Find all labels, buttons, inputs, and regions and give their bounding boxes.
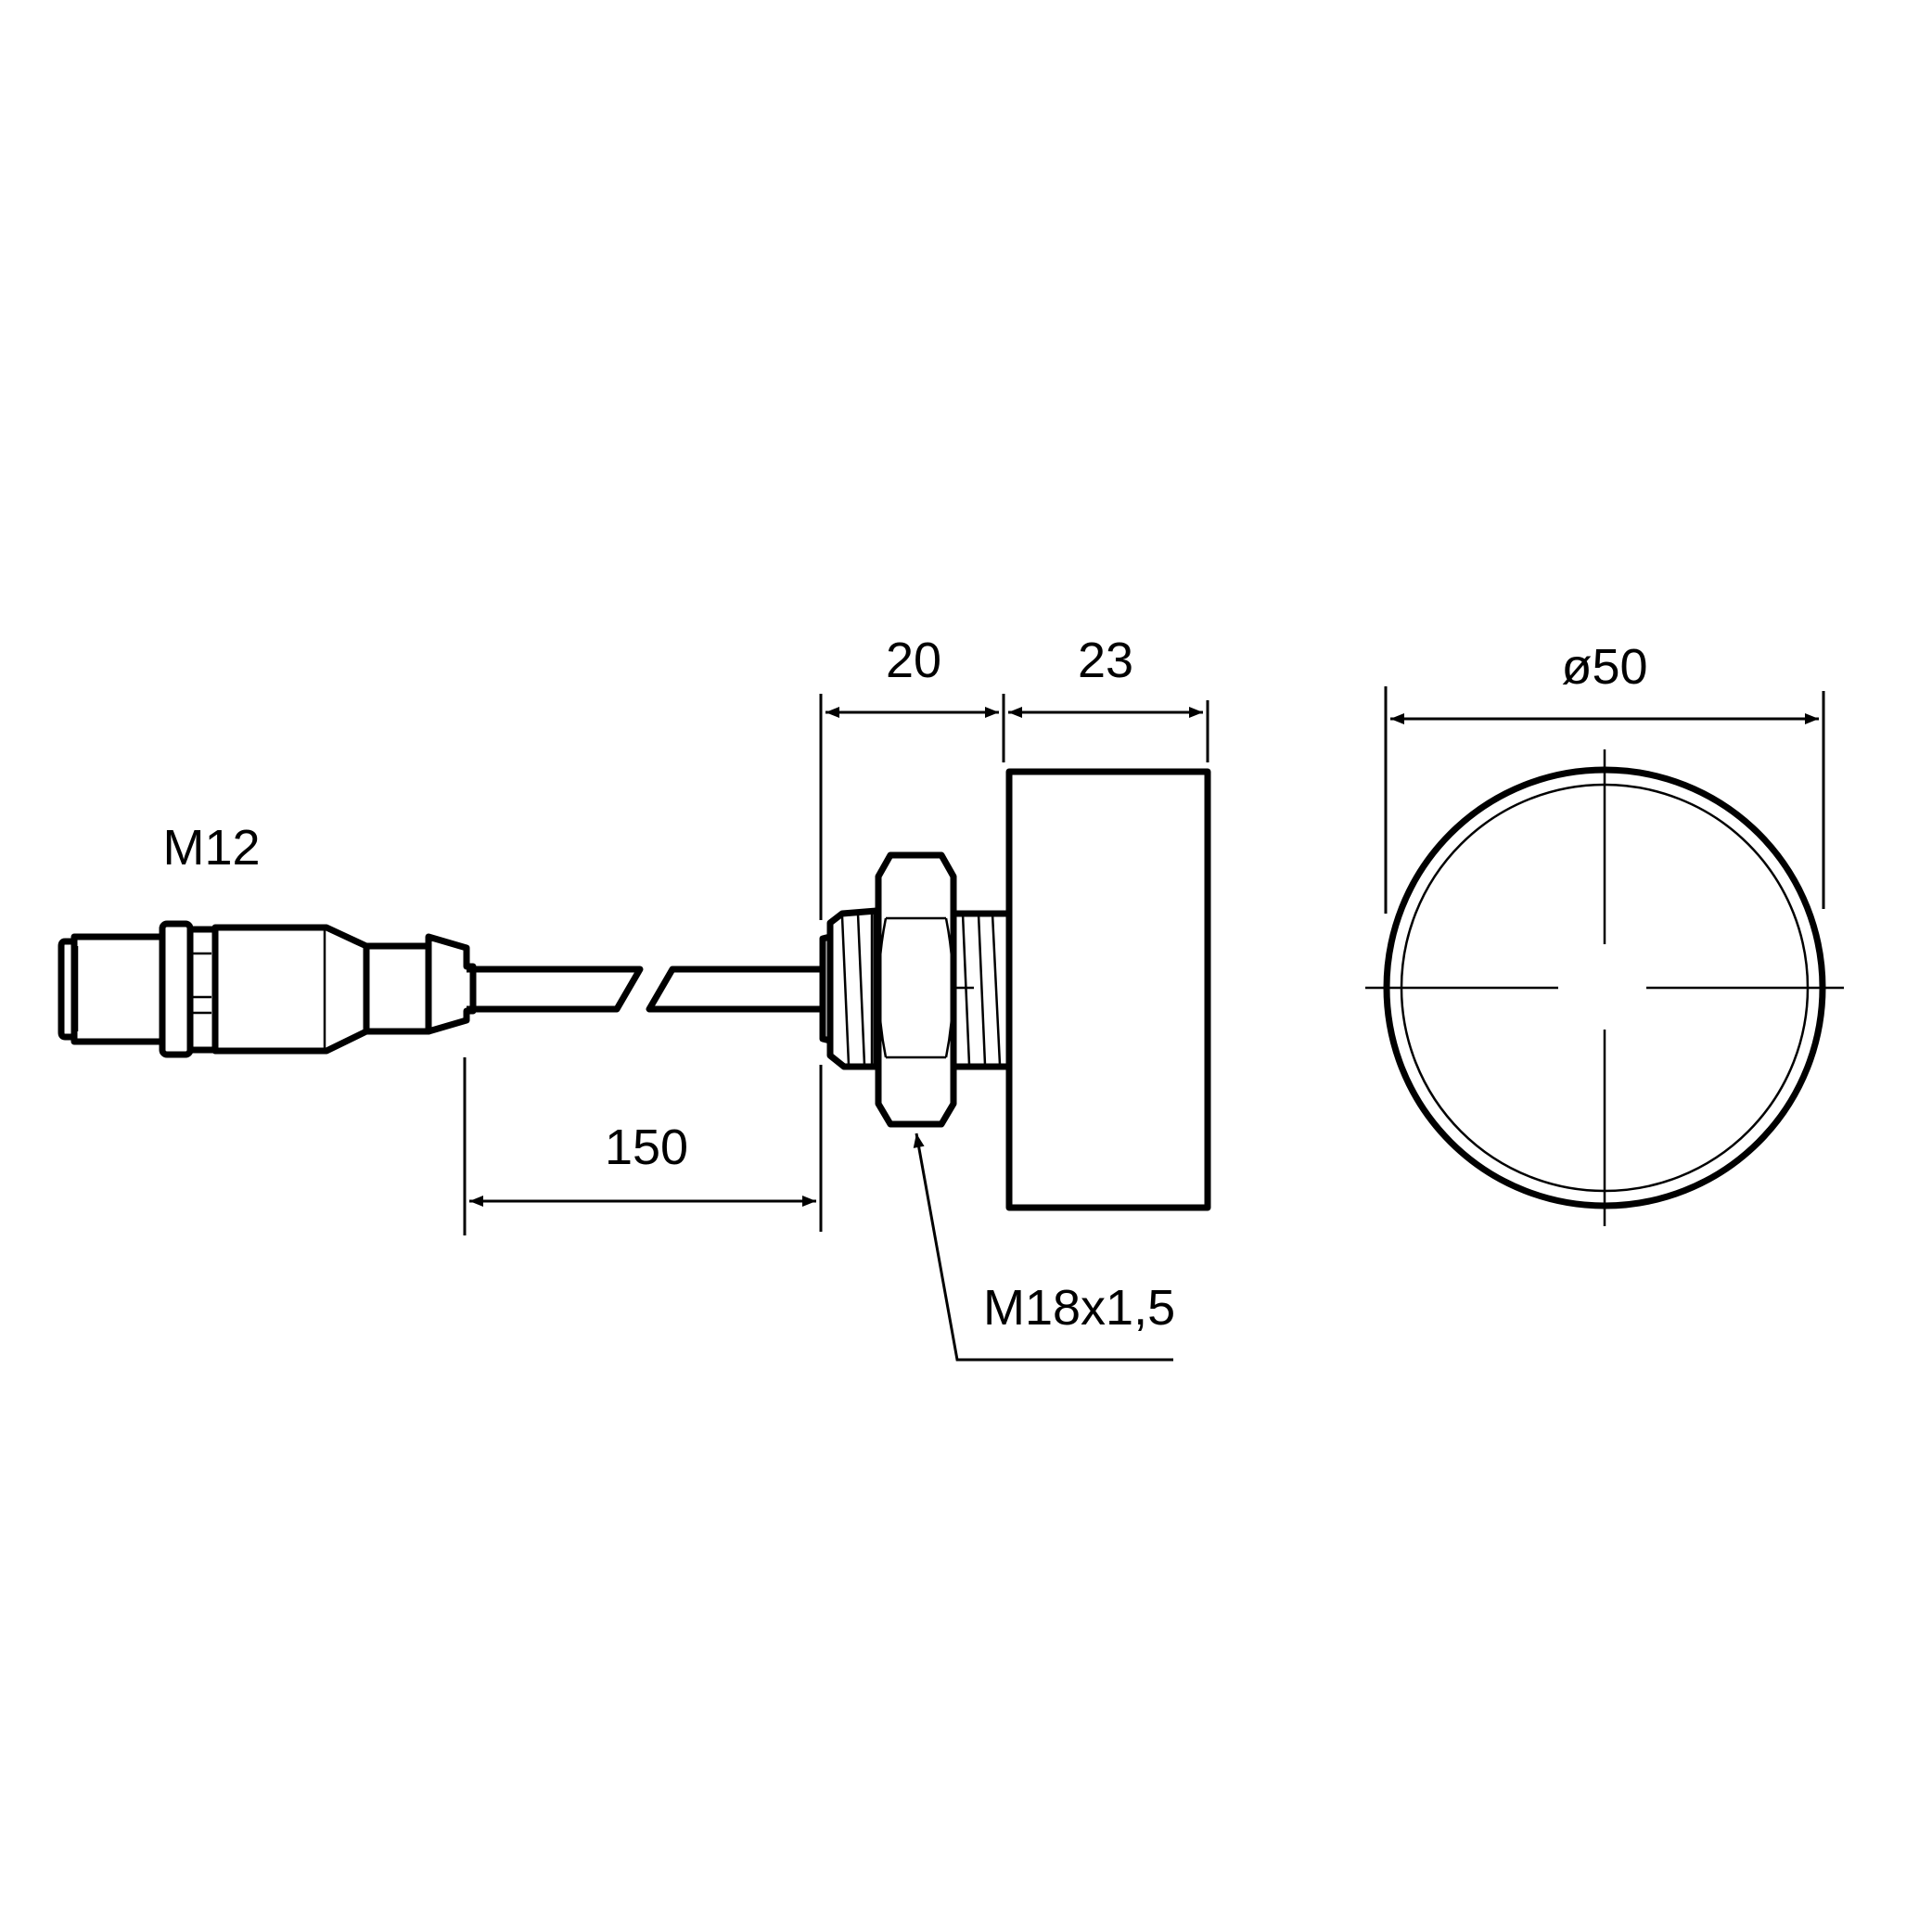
sensor-side-view [819, 768, 1211, 1211]
dimension-cable [463, 1057, 823, 1235]
cable-length-label: 150 [605, 1120, 688, 1175]
thread-leader [913, 1132, 1173, 1362]
sensor-front-view [1365, 749, 1844, 1226]
body-length-label: 23 [1078, 633, 1133, 688]
dimension-diameter [1384, 686, 1825, 914]
thread-length-label: 20 [886, 633, 941, 688]
m12-connector [58, 920, 477, 1058]
connector-label: M12 [162, 820, 260, 876]
diameter-label: ø50 [1561, 639, 1647, 695]
thread-spec-label: M18x1,5 [983, 1280, 1175, 1336]
cable [467, 966, 825, 1013]
dimension-top [819, 694, 1209, 920]
